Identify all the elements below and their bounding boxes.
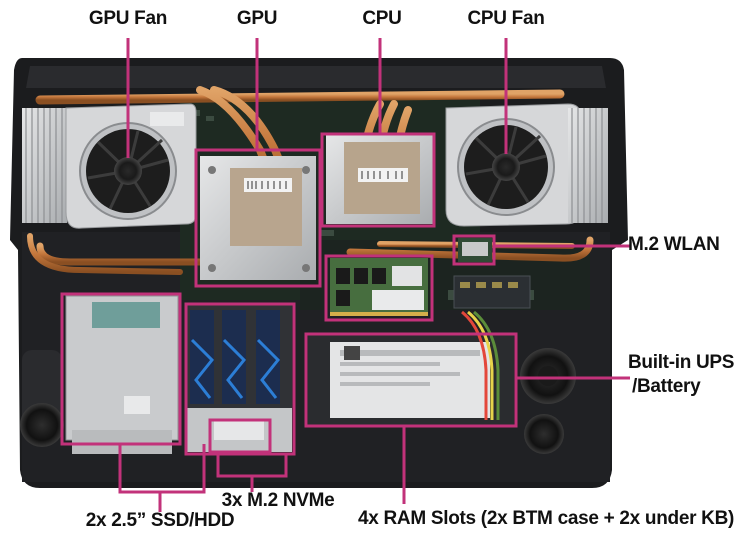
label-cpu: CPU [362,8,402,29]
highlight-boxes [60,132,518,456]
laptop-photo [10,38,630,512]
laptop-internals-figure: GPU Fan GPU CPU CPU Fan M.2 WLAN Built-i… [10,8,734,531]
label-ups-line2: /Battery [632,376,701,397]
label-gpu: GPU [236,8,278,29]
highlight-ram [324,254,434,322]
speakers [20,348,576,454]
label-ssd-hdd: 2x 2.5” SSD/HDD [85,510,235,531]
ram-modules [330,258,428,316]
drive-bay [65,295,179,454]
gpu-heatsink [200,156,316,280]
leader-lines [118,38,630,512]
cpu-heatsink [326,110,434,224]
label-m2-nvme: 3x M.2 NVMe [221,490,335,511]
label-m2-wlan: M.2 WLAN [628,234,720,255]
label-gpu-fan: GPU Fan [88,8,168,29]
battery [308,310,514,426]
gpu-fan [22,103,197,229]
nvme-slots [186,304,292,452]
cpu-fan [445,103,608,227]
label-ram-slots: 4x RAM Slots (2x BTM case + 2x under KB) [358,508,734,529]
highlight-cpu [320,132,436,228]
label-ups-line1: Built-in UPS [628,352,734,373]
speaker-icon [20,403,64,447]
wlan-card [458,238,492,262]
highlight-battery [304,332,518,428]
highlight-nvme-lower [208,418,272,454]
highlight-wlan [452,234,496,266]
label-cpu-fan: CPU Fan [467,8,545,29]
highlight-nvme [184,302,296,456]
